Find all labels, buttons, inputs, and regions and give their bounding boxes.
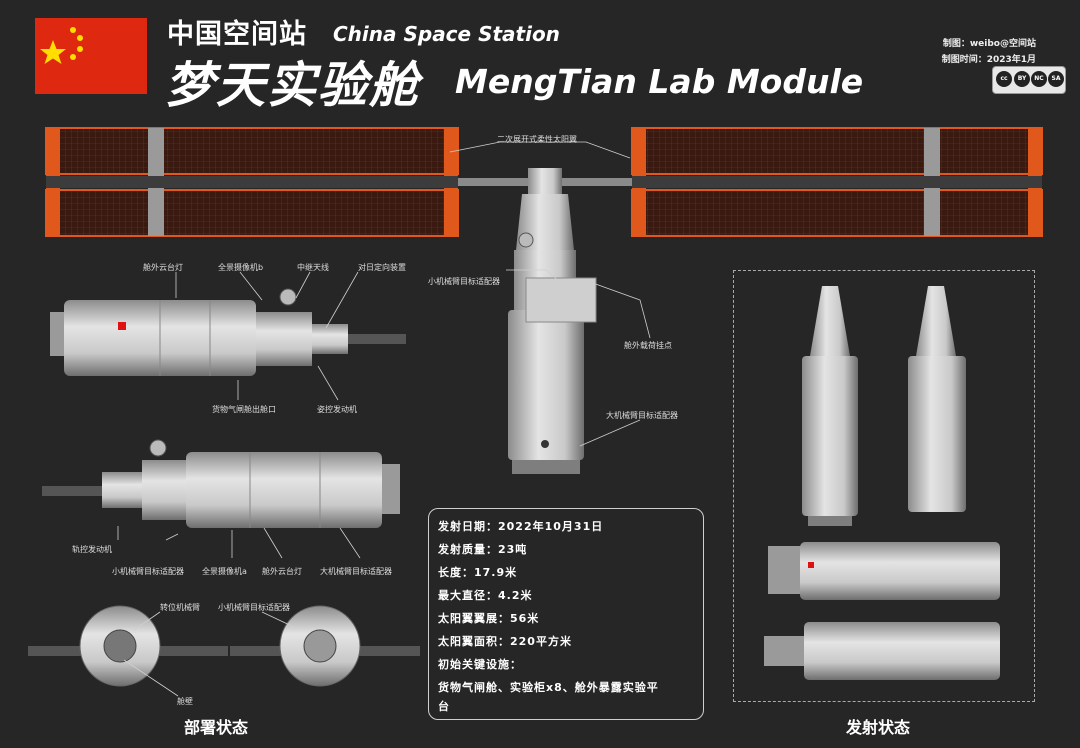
label-small-arm-target-bottom: 小机械臂目标适配器 (218, 603, 290, 612)
title-en-big: MengTian Lab Module (455, 62, 864, 101)
launch-vertical-2 (908, 286, 966, 512)
module-side-view-a (50, 288, 406, 376)
module-top-view (508, 168, 597, 474)
label-exposed-payload: 舱外载荷挂点 (624, 341, 672, 350)
launch-vertical-1 (802, 286, 858, 526)
module-end-view-left (28, 605, 228, 687)
launch-horizontal-1 (768, 542, 1000, 600)
module-side-view-b (42, 439, 400, 528)
label-ptz-light-1: 舱外云台灯 (143, 263, 183, 272)
cc-icon: cc (996, 71, 1012, 87)
label-ptz-light-2: 舱外云台灯 (262, 567, 302, 576)
label-small-arm-target-top: 小机械臂目标适配器 (428, 277, 500, 286)
spec-facilities-line1: 货物气闸舱、实验柜x8、舱外暴露实验平 (438, 681, 659, 694)
section-launch: 发射状态 (846, 718, 911, 737)
flag-small-star-2 (77, 35, 83, 41)
spec-facilities-heading: 初始关键设施： (438, 658, 522, 671)
label-panorama-a: 全景摄像机a (202, 567, 247, 576)
launch-horizontal-2 (764, 622, 1000, 680)
spec-wingspan: 太阳翼翼展：56米 (438, 612, 540, 625)
title-cn-big: 梦天实验舱 (165, 57, 421, 114)
label-orbit-engine: 轨控发动机 (72, 545, 112, 554)
china-flag (35, 18, 147, 94)
flag-big-star (40, 40, 66, 64)
flag-small-star-3 (77, 46, 83, 52)
spec-facilities-line2: 台 (438, 700, 450, 713)
label-panorama-b: 全景摄像机b (218, 263, 264, 272)
spec-length: 长度：17.9米 (438, 566, 518, 579)
credit-date: 制图时间：2023年1月 (941, 55, 1036, 65)
credit-maker: 制图：weibo@空间站 (942, 39, 1036, 49)
label-sun-orient: 对日定向装置 (358, 263, 406, 272)
launch-state-frame (733, 270, 1035, 702)
spec-wing-area: 太阳翼面积：220平方米 (438, 635, 572, 648)
flag-small-star-1 (70, 27, 76, 33)
solar-wing-right (562, 127, 1043, 237)
flag-small-star-4 (70, 54, 76, 60)
sa-icon: SA (1048, 71, 1064, 87)
cc-license-badge: cc BY NC SA (992, 66, 1066, 94)
label-indexing-arm: 转位机械臂 (160, 603, 200, 612)
nc-icon: NC (1031, 71, 1047, 87)
label-hatch: 舱壁 (177, 697, 193, 706)
spec-launch-mass: 发射质量：23吨 (438, 543, 528, 556)
label-solar-wing: 二次展开式柔性太阳翼 (497, 135, 577, 144)
spec-launch-date: 发射日期：2022年10月31日 (438, 520, 604, 533)
label-large-arm-target-top: 大机械臂目标适配器 (606, 411, 678, 420)
label-attitude-engine: 姿控发动机 (317, 405, 357, 414)
label-small-arm-target-mid: 小机械臂目标适配器 (112, 567, 184, 576)
label-relay-antenna: 中继天线 (297, 263, 329, 272)
leader-lines (117, 141, 651, 697)
section-deployed: 部署状态 (184, 718, 249, 737)
flag-stars (40, 27, 83, 64)
by-icon: BY (1014, 71, 1030, 87)
label-large-arm-target-mid: 大机械臂目标适配器 (320, 567, 392, 576)
solar-wing-left (45, 127, 528, 237)
label-cargo-airlock: 货物气闸舱出舱口 (212, 405, 276, 414)
module-end-view-right (230, 605, 420, 687)
title-en-small: China Space Station (333, 22, 560, 46)
spec-max-diameter: 最大直径：4.2米 (438, 589, 533, 602)
specs-panel (428, 508, 704, 720)
title-cn-small: 中国空间站 (167, 19, 307, 50)
